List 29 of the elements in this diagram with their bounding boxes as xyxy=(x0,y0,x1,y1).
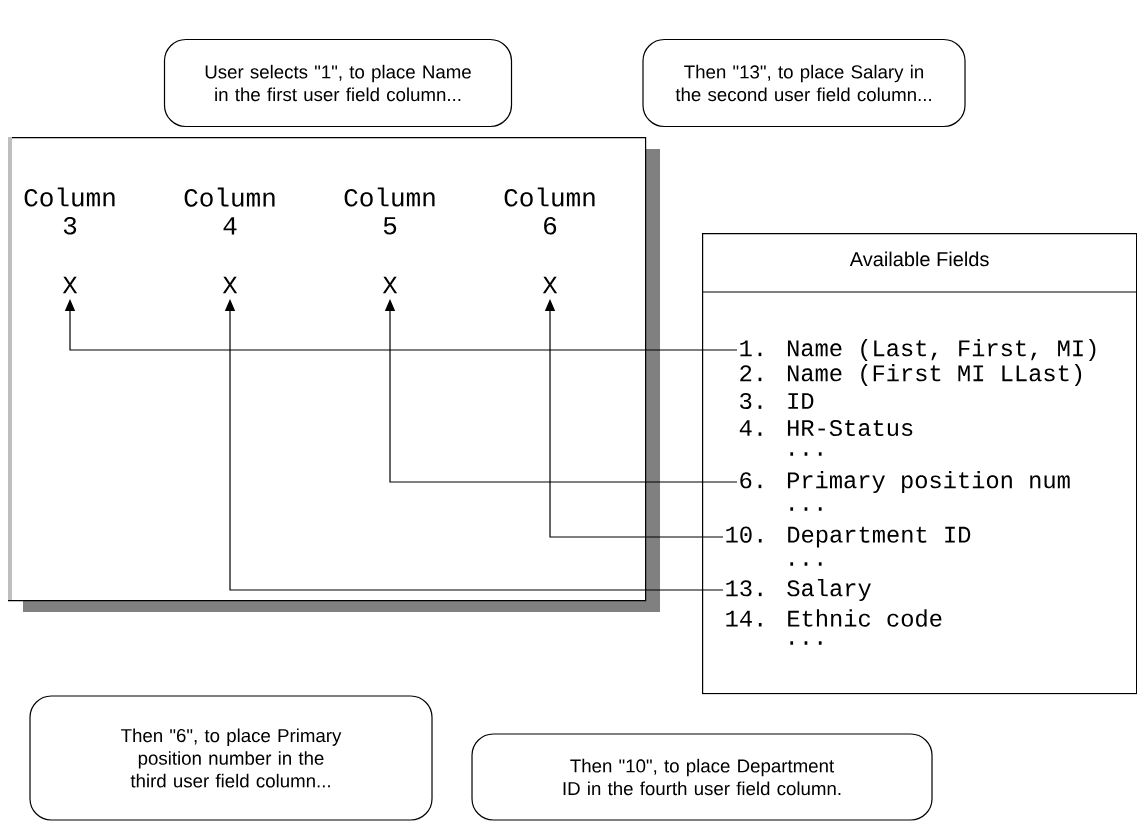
field-list-item: 10. Department ID xyxy=(726,526,971,548)
callout-box: Then "6", to place Primary position number in the third user field column... xyxy=(29,695,433,821)
field-list-item: ... xyxy=(790,507,822,511)
column-heading: Column 3 xyxy=(24,187,115,235)
arrow xyxy=(224,299,724,591)
field-marker: X xyxy=(62,276,78,294)
field-list-item: ... xyxy=(790,452,822,456)
callout-box: Then "10", to place Department ID in the fourth user field column. xyxy=(471,733,933,821)
field-marker: X xyxy=(542,276,558,294)
arrow xyxy=(544,299,724,538)
field-list-item: 2. Name (First MI LLast) xyxy=(740,363,1082,387)
column-heading: Column 6 xyxy=(504,187,595,235)
screen-panel xyxy=(8,137,660,612)
column-heading: Column 5 xyxy=(344,187,435,235)
callout-box: Then "13", to place Salary in the second user field column... xyxy=(642,38,966,128)
arrow xyxy=(64,299,738,351)
callout-box: User selects "1", to place Name in the first user field column... xyxy=(163,38,513,128)
arrow xyxy=(384,299,738,483)
field-marker: X xyxy=(382,276,398,294)
field-list-item: 14. Ethnic code xyxy=(726,609,942,627)
field-list-item: ... xyxy=(790,562,822,566)
field-list-item: 1. Name (Last, First, MI) xyxy=(740,338,1096,362)
field-list-item: 4. HR-Status xyxy=(739,419,913,437)
column-heading: Column 4 xyxy=(184,187,275,235)
field-marker: X xyxy=(222,276,238,294)
field-list-item: 13. Salary xyxy=(726,578,871,602)
field-list-item: 6. Primary position num xyxy=(740,470,1070,494)
field-list-item: ... xyxy=(790,641,822,645)
field-list-item: 3. ID xyxy=(740,392,814,410)
